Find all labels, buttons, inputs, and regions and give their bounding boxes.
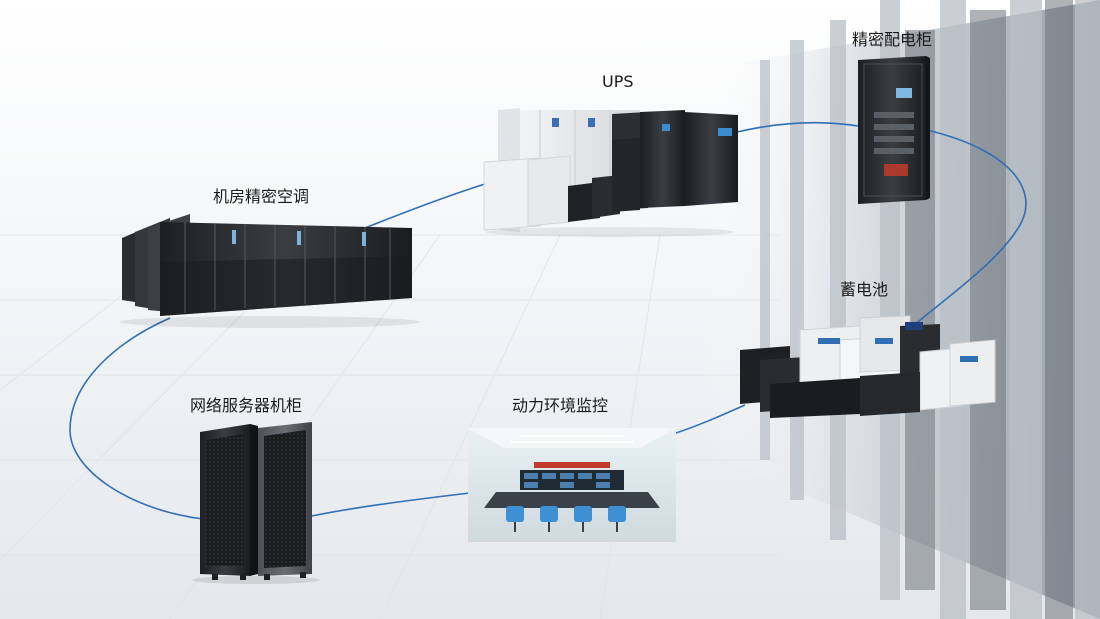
label-power-distribution-cabinet: 精密配电柜 bbox=[852, 30, 933, 49]
label-ups: UPS bbox=[602, 72, 634, 91]
connector-pdc-battery bbox=[912, 129, 1027, 327]
label-precision-air-conditioner: 机房精密空调 bbox=[213, 187, 310, 206]
label-server-rack: 网络服务器机柜 bbox=[190, 396, 303, 415]
precision-air-conditioner-icon bbox=[120, 214, 420, 328]
label-monitoring-center: 动力环境监控 bbox=[512, 396, 609, 415]
connector-rack-crac bbox=[69, 317, 204, 520]
connector-monitor-rack bbox=[311, 492, 471, 517]
connector-battery-monitor bbox=[675, 404, 746, 434]
connector-crac-ups bbox=[364, 182, 489, 229]
ups-icon bbox=[483, 108, 738, 237]
connectors bbox=[69, 121, 1027, 520]
label-battery: 蓄电池 bbox=[840, 280, 889, 299]
power-distribution-cabinet-icon bbox=[858, 56, 930, 204]
server-rack-icon bbox=[192, 422, 320, 584]
battery-icon bbox=[740, 315, 996, 418]
monitoring-center-icon bbox=[468, 428, 676, 542]
connector-ups-pdc bbox=[736, 121, 859, 133]
